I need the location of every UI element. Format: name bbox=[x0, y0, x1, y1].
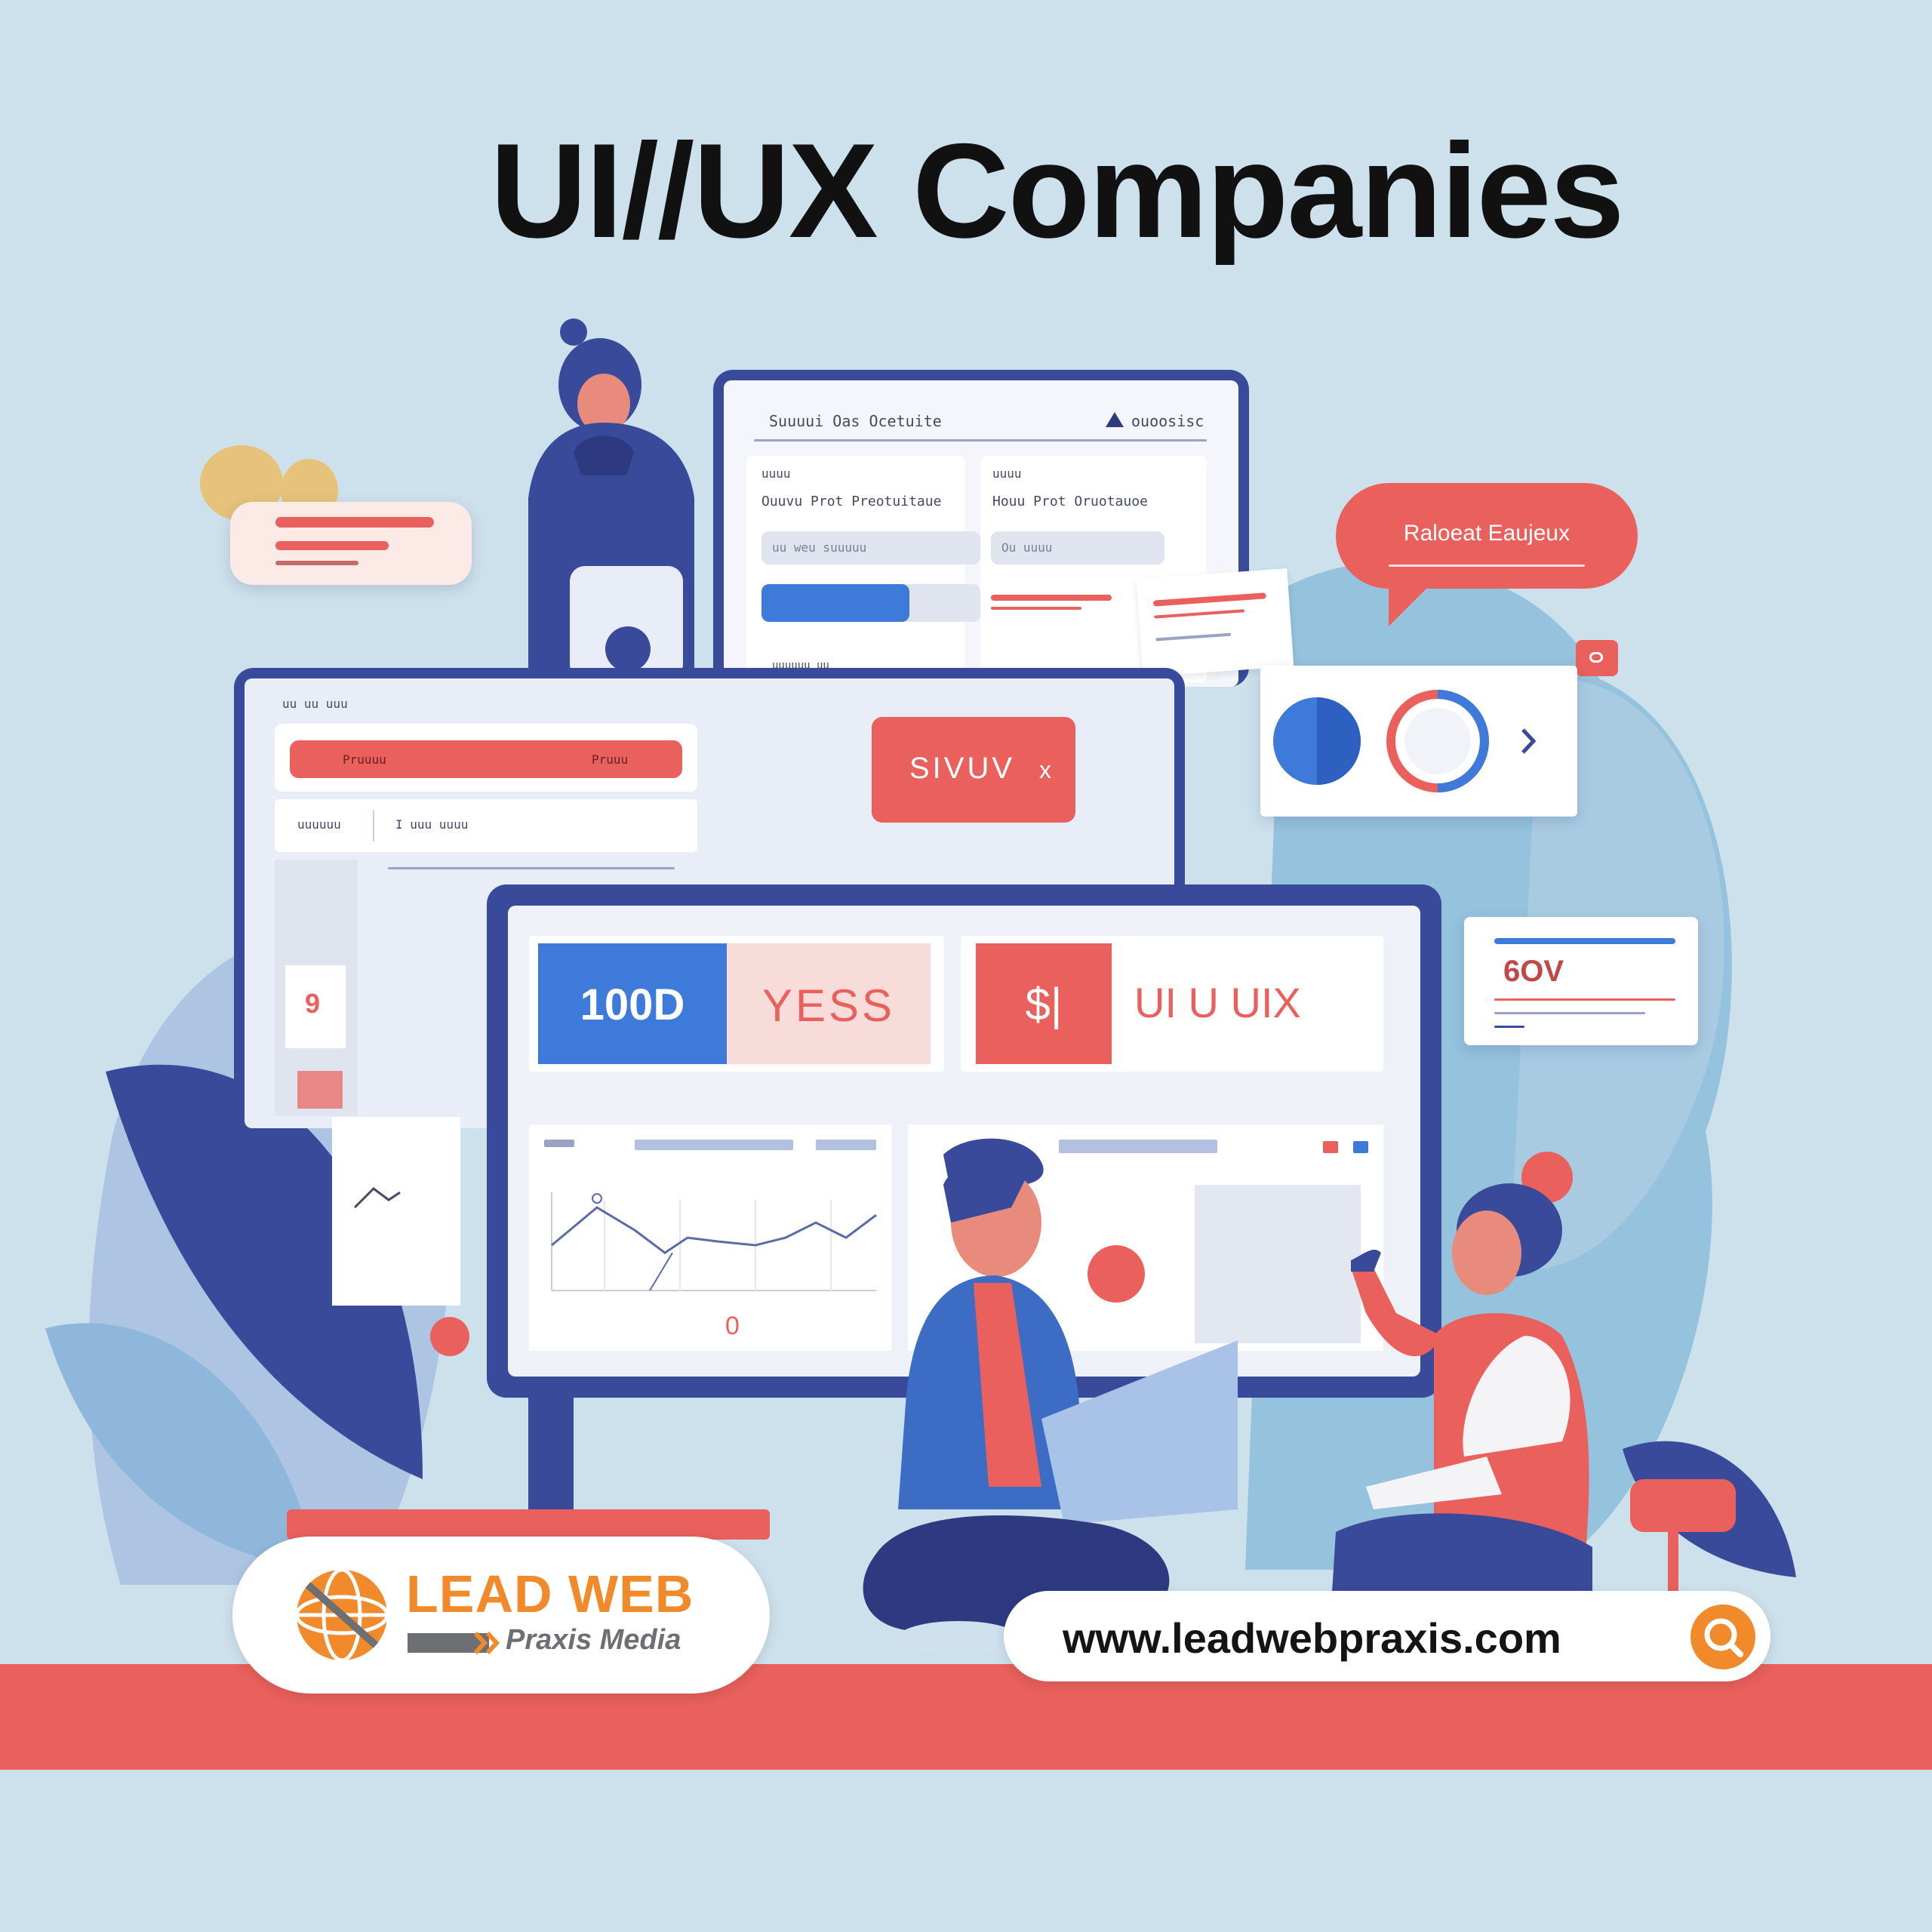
speech-bubble-tail bbox=[1389, 581, 1434, 626]
fragment-number: 9 bbox=[305, 988, 321, 1019]
notification-badge bbox=[1576, 640, 1618, 676]
mid-tab-right: I uuu uuuu bbox=[395, 817, 469, 832]
col2-text: Houu Prot Oruotauoe bbox=[992, 494, 1148, 509]
speech-bubble-text: Raloeat Eaujeux bbox=[1403, 521, 1571, 546]
top-window-header: Suuuui Oas Ocetuite bbox=[769, 412, 942, 430]
side-card-text: 6OV bbox=[1503, 955, 1564, 988]
donut-card bbox=[1260, 666, 1577, 817]
tile-blue: 100D bbox=[538, 943, 727, 1064]
col1-field: uu weu suuuuu bbox=[772, 540, 867, 555]
col1-label: uuuu bbox=[761, 466, 791, 481]
col1-text: Ouuvu Prot Preotuitaue bbox=[761, 494, 942, 509]
chart-line bbox=[551, 1206, 877, 1254]
side-card: 6OV bbox=[1464, 917, 1698, 1045]
page-title: UI//UX Companies bbox=[490, 115, 1624, 266]
red-tag-suffix: x bbox=[1039, 756, 1051, 783]
logo-sub-text: Praxis Media bbox=[506, 1624, 681, 1656]
search-button[interactable] bbox=[1690, 1604, 1755, 1669]
note-card bbox=[230, 502, 472, 585]
tile-pink-text: YESS bbox=[761, 980, 896, 1031]
mid-bar-left: Pruuuu bbox=[343, 752, 386, 767]
line-chart bbox=[551, 1192, 877, 1291]
leaf-left-light bbox=[45, 1323, 317, 1570]
red-dot bbox=[430, 1317, 469, 1356]
search-icon bbox=[1704, 1618, 1743, 1657]
arrow-chevrons-icon bbox=[473, 1631, 500, 1655]
book bbox=[287, 1509, 770, 1540]
tile-uiux-text: UI U UIX bbox=[1134, 979, 1301, 1026]
website-url[interactable]: www.leadwebpraxis.com bbox=[1063, 1614, 1561, 1662]
tile-blue-text: 100D bbox=[580, 980, 685, 1029]
left-card-fragment bbox=[332, 1117, 460, 1306]
globe-icon bbox=[294, 1567, 389, 1663]
donut-charts bbox=[1273, 690, 1537, 792]
person-seated-man bbox=[863, 1138, 1238, 1654]
col2-field: Ou uuuu bbox=[1001, 540, 1053, 555]
main-monitor: 100D YESS $| UI U UIX bbox=[487, 884, 1441, 1398]
tile-red: $| bbox=[976, 943, 1112, 1064]
paper-sheet bbox=[1136, 568, 1294, 677]
mid-window-header: uu uu uuu bbox=[282, 697, 348, 711]
top-window: Suuuui Oas Ocetuite ouoosisc uuuu Ouuvu … bbox=[713, 370, 1249, 687]
progress-fill bbox=[761, 584, 909, 622]
tile-pink: YESS bbox=[727, 943, 931, 1064]
top-window-header-right: ouoosisc bbox=[1131, 412, 1204, 430]
chart-marker: 0 bbox=[725, 1312, 740, 1340]
red-tag: SIVUV x bbox=[872, 717, 1075, 823]
logo-main-text: LEAD WEB bbox=[406, 1564, 694, 1623]
website-pill[interactable]: www.leadwebpraxis.com bbox=[1004, 1591, 1770, 1681]
leaf-left-big bbox=[106, 1064, 423, 1479]
red-tag-text: SIVUV bbox=[909, 752, 1016, 785]
chevron-right-icon bbox=[1521, 728, 1537, 754]
logo-pill: LEAD WEB Praxis Media bbox=[232, 1537, 770, 1694]
mid-tab-left: uuuuuu bbox=[297, 817, 341, 832]
floor-below bbox=[0, 1770, 1932, 1932]
person-standing bbox=[528, 318, 694, 679]
col2-label: uuuu bbox=[992, 466, 1022, 481]
warning-icon bbox=[1106, 412, 1124, 427]
mid-bar-right: Pruuu bbox=[592, 752, 629, 767]
line-chart-card: 0 bbox=[529, 1124, 891, 1351]
tile-red-text: $| bbox=[1025, 979, 1063, 1029]
speech-bubble: Raloeat Eaujeux bbox=[1336, 483, 1638, 589]
